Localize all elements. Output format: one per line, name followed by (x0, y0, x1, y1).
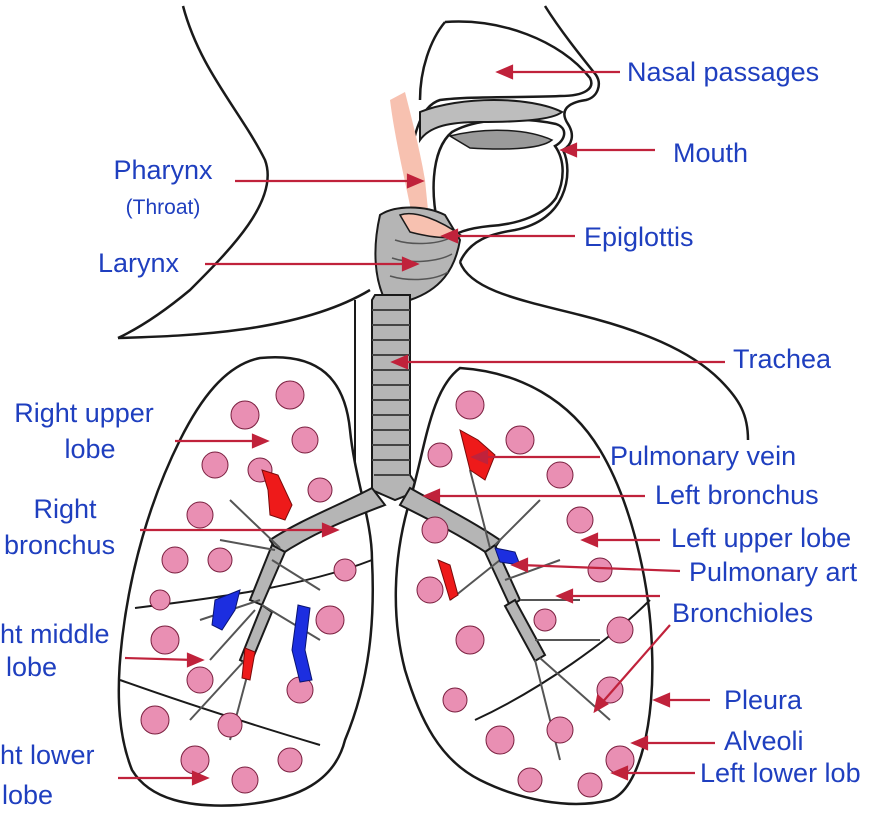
label-right-lower-lobe-line1: ht lower (0, 740, 95, 770)
pointer-lines (118, 64, 725, 786)
label-right-lower-lobe-line2: lobe (2, 780, 54, 810)
label-bronchioles: Bronchioles (672, 598, 814, 628)
label-right-upper-lobe-line1: Right upper (14, 398, 154, 428)
label-alveoli: Alveoli (724, 726, 804, 756)
label-right-bronchus-line1: Right (33, 494, 97, 524)
alveoli-clusters-left (416, 390, 635, 798)
label-larynx: Larynx (98, 248, 180, 278)
label-mouth: Mouth (673, 138, 749, 168)
head-cavities (390, 20, 593, 241)
label-pulmonary-vein: Pulmonary vein (610, 441, 797, 471)
label-right-middle-lobe-line1: ht middle (0, 619, 110, 649)
label-right-bronchus-line2: bronchus (4, 530, 116, 560)
larynx-shape (374, 206, 464, 301)
label-throat: (Throat) (125, 196, 201, 219)
label-left-lower-lobe: Left lower lob (700, 758, 861, 788)
body-outline (117, 5, 750, 441)
label-left-bronchus: Left bronchus (655, 480, 819, 510)
label-trachea: Trachea (733, 344, 832, 374)
trachea-tube (354, 294, 422, 502)
label-pulmonary-artery: Pulmonary art (689, 557, 858, 587)
label-right-middle-lobe-line2: lobe (6, 652, 58, 682)
label-pleura: Pleura (724, 685, 803, 715)
label-right-upper-lobe-line2: lobe (64, 434, 116, 464)
pulmonary-arteries (211, 547, 521, 683)
label-left-upper-lobe: Left upper lobe (671, 523, 852, 553)
alveoli-clusters (140, 380, 357, 794)
label-pharynx: Pharynx (113, 155, 213, 185)
bronchial-tree (238, 486, 547, 667)
label-epiglottis: Epiglottis (584, 222, 694, 252)
label-nasal-passages: Nasal passages (627, 57, 820, 87)
